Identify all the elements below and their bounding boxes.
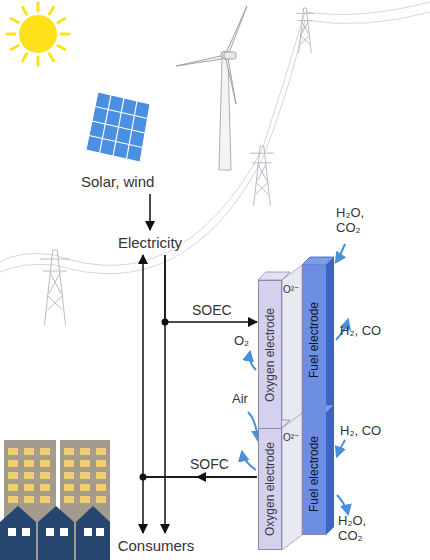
power-lines bbox=[0, 2, 430, 274]
pylon bbox=[40, 8, 314, 325]
node-text: Electricity bbox=[118, 234, 182, 251]
sun-ray bbox=[50, 54, 54, 61]
power-flow-line bbox=[165, 255, 257, 322]
species-label: O²⁻ bbox=[283, 284, 305, 296]
power-flow-line bbox=[143, 477, 257, 533]
sun-ray bbox=[50, 7, 54, 14]
node-text: Solar, wind bbox=[81, 173, 154, 190]
wind-turbine bbox=[176, 6, 247, 170]
buildings bbox=[0, 440, 110, 560]
electrode-slab: Oxygen electrode bbox=[258, 428, 282, 550]
sun-ray bbox=[11, 19, 18, 23]
electrode-name: Fuel electrode bbox=[308, 302, 320, 378]
sun-ray bbox=[61, 33, 69, 36]
electrode-slab: Fuel electrode bbox=[302, 413, 326, 535]
species-label: H₂, CO bbox=[340, 324, 400, 339]
soec-cell bbox=[258, 257, 334, 430]
sun-ray bbox=[37, 3, 40, 11]
sun-ray bbox=[37, 57, 40, 65]
sun-ray bbox=[23, 7, 27, 14]
species-label: O²⁻ bbox=[283, 432, 305, 444]
cell-mode-label: SOFC bbox=[188, 456, 231, 472]
sun-ray bbox=[23, 54, 27, 61]
sun-ray bbox=[11, 46, 18, 50]
sun-ray bbox=[58, 19, 65, 23]
electrode-slab: Oxygen electrode bbox=[258, 280, 282, 430]
electrode-name: Fuel electrode bbox=[308, 436, 320, 512]
electrode-slab: Fuel electrode bbox=[302, 265, 326, 415]
solar-panel bbox=[86, 92, 150, 162]
species-label: Air bbox=[232, 392, 262, 407]
hub-label: Electricity bbox=[115, 232, 185, 253]
power-flow-line bbox=[143, 255, 257, 477]
species-label: O₂ bbox=[234, 334, 258, 349]
sun-ray bbox=[7, 33, 15, 36]
sun bbox=[7, 3, 69, 65]
electrode-name: Oxygen electrode bbox=[264, 442, 276, 536]
species-label: H₂O, CO₂ bbox=[336, 206, 390, 236]
source-label: Solar, wind bbox=[78, 171, 157, 192]
species-label: H₂O, CO₂ bbox=[338, 514, 392, 544]
node-text: Consumers bbox=[118, 537, 195, 554]
consumer-label: Consumers bbox=[115, 535, 198, 556]
species-label: H₂, CO bbox=[340, 424, 400, 439]
electrode-name: Oxygen electrode bbox=[264, 308, 276, 402]
sun-ray bbox=[58, 46, 65, 50]
power-flow-line bbox=[149, 194, 151, 230]
cell-mode-label: SOEC bbox=[190, 302, 234, 318]
